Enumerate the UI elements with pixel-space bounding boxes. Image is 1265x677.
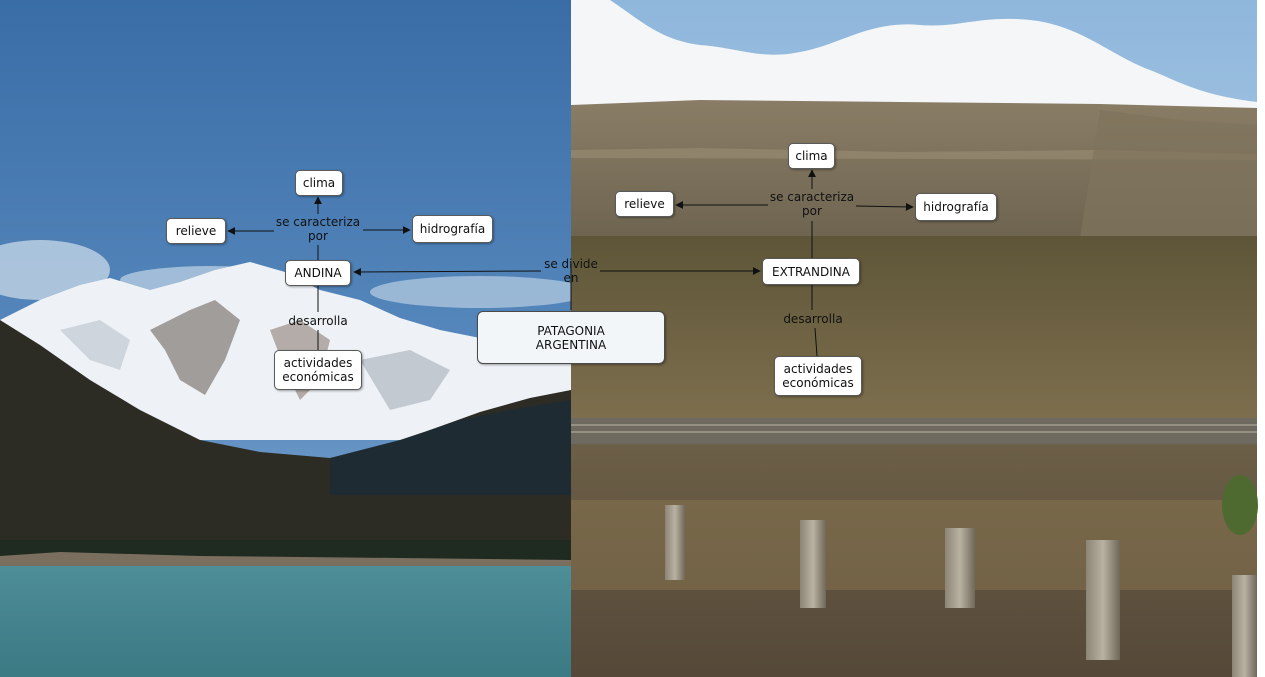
andina-relieve-node[interactable]: relieve — [166, 218, 226, 244]
andina-clima-node[interactable]: clima — [295, 170, 343, 196]
andina-activities-node[interactable]: actividades económicas — [274, 350, 362, 390]
andina-hidrografia-node[interactable]: hidrografía — [412, 215, 493, 243]
andina-label: ANDINA — [294, 266, 341, 280]
extrandina-activities-node[interactable]: actividades económicas — [774, 356, 862, 396]
extrandina-develops-link: desarrolla — [777, 312, 849, 326]
extrandina-clima-label: clima — [795, 149, 827, 163]
extrandina-relieve-label: relieve — [624, 197, 665, 211]
extrandina-hidrografia-label: hidrografía — [923, 200, 988, 214]
andina-hidrografia-label: hidrografía — [420, 222, 485, 236]
patagonia-label: PATAGONIA ARGENTINA — [536, 324, 606, 352]
extrandina-node[interactable]: EXTRANDINA — [762, 258, 860, 285]
andina-activities-label: actividades económicas — [282, 356, 354, 384]
extrandina-hidrografia-node[interactable]: hidrografía — [915, 193, 997, 221]
extrandina-activities-label: actividades económicas — [782, 362, 854, 390]
extrandina-relieve-node[interactable]: relieve — [615, 191, 674, 217]
andina-clima-label: clima — [303, 176, 335, 190]
extrandina-clima-node[interactable]: clima — [788, 143, 835, 169]
division-link-label: se divide en — [541, 257, 601, 285]
andina-relieve-label: relieve — [176, 224, 217, 238]
andina-develops-link: desarrolla — [282, 314, 354, 328]
patagonia-node[interactable]: PATAGONIA ARGENTINA — [477, 311, 665, 364]
andina-characterized-link: se caracteriza por — [272, 215, 364, 243]
extrandina-label: EXTRANDINA — [772, 265, 850, 279]
extrandina-characterized-link: se caracteriza por — [766, 190, 858, 218]
andina-node[interactable]: ANDINA — [285, 260, 351, 286]
